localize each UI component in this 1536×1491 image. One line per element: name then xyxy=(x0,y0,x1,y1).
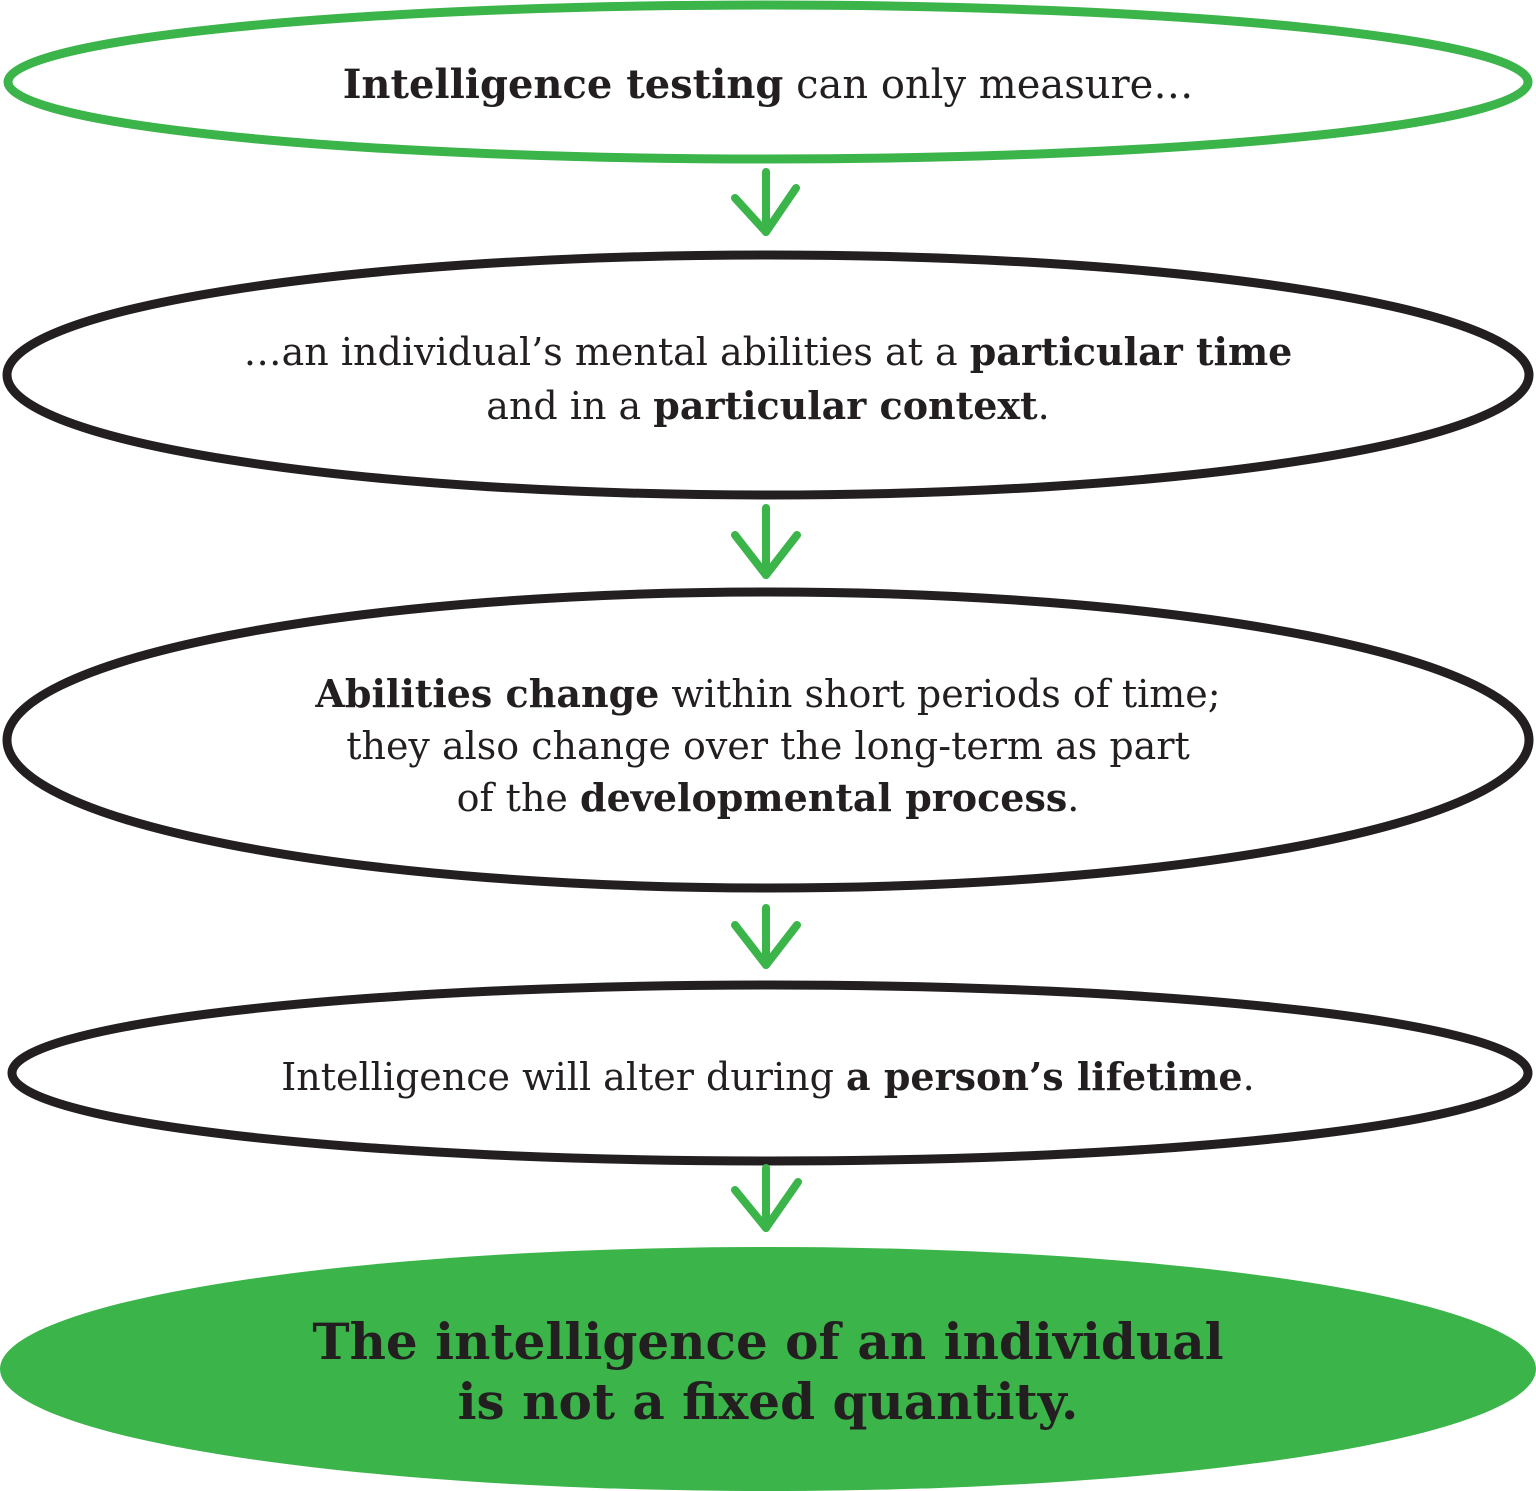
node-4-text: Intelligence will alter during a person’… xyxy=(0,1050,1536,1104)
arrow-down-icon xyxy=(731,1164,802,1232)
node-3-ellipse xyxy=(2,587,1534,893)
arrow-down-icon xyxy=(731,904,801,969)
node-1-text: Intelligence testing can only measure… xyxy=(0,58,1536,112)
conclusion-line-2: is not a fixed quantity. xyxy=(457,1372,1079,1431)
arrow-down-icon xyxy=(731,504,801,579)
node-3-bold: Abilities change xyxy=(315,671,660,716)
node-3-plain: of the xyxy=(456,776,580,820)
node-3-text: Abilities change within short periods of… xyxy=(0,668,1536,824)
arrow-down-icon xyxy=(731,168,800,236)
node-2-ellipse xyxy=(2,250,1534,500)
node-1-ellipse xyxy=(3,0,1533,164)
node-2-plain: …an individual’s mental abilities at a xyxy=(243,330,970,374)
node-5-ellipse xyxy=(0,1247,1536,1491)
node-2-bold: particular time xyxy=(969,329,1293,374)
node-2-period: . xyxy=(1037,384,1050,428)
node-2-text: …an individual’s mental abilities at a p… xyxy=(0,325,1536,433)
conclusion-text: The intelligence of an individual is not… xyxy=(0,1312,1536,1432)
node-4-period: . xyxy=(1242,1055,1255,1099)
node-3-line-1: Abilities change within short periods of… xyxy=(0,668,1536,720)
node-3-line-2: they also change over the long-term as p… xyxy=(0,720,1536,772)
node-4-bold: a person’s lifetime xyxy=(846,1054,1243,1099)
node-1-line-1: Intelligence testing can only measure… xyxy=(0,58,1536,112)
node-3-plain: they also change over the long-term as p… xyxy=(346,724,1190,768)
node-2-line-2: and in a particular context. xyxy=(0,379,1536,433)
node-3-plain: within short periods of time; xyxy=(659,672,1221,716)
node-4-line-1: Intelligence will alter during a person’… xyxy=(0,1050,1536,1104)
node-3-line-3: of the developmental process. xyxy=(0,772,1536,824)
node-1-bold: Intelligence testing xyxy=(342,61,784,108)
node-2-line-1: …an individual’s mental abilities at a p… xyxy=(0,325,1536,379)
node-2-plain: and in a xyxy=(486,384,654,428)
node-1-plain: can only measure… xyxy=(783,62,1194,108)
node-3-period: . xyxy=(1067,776,1080,820)
conclusion-line-1: The intelligence of an individual xyxy=(312,1312,1224,1371)
node-4-ellipse xyxy=(7,980,1533,1166)
node-2-bold: particular context xyxy=(653,383,1038,428)
node-3-bold: developmental process xyxy=(580,775,1068,820)
node-4-plain: Intelligence will alter during xyxy=(281,1055,846,1099)
